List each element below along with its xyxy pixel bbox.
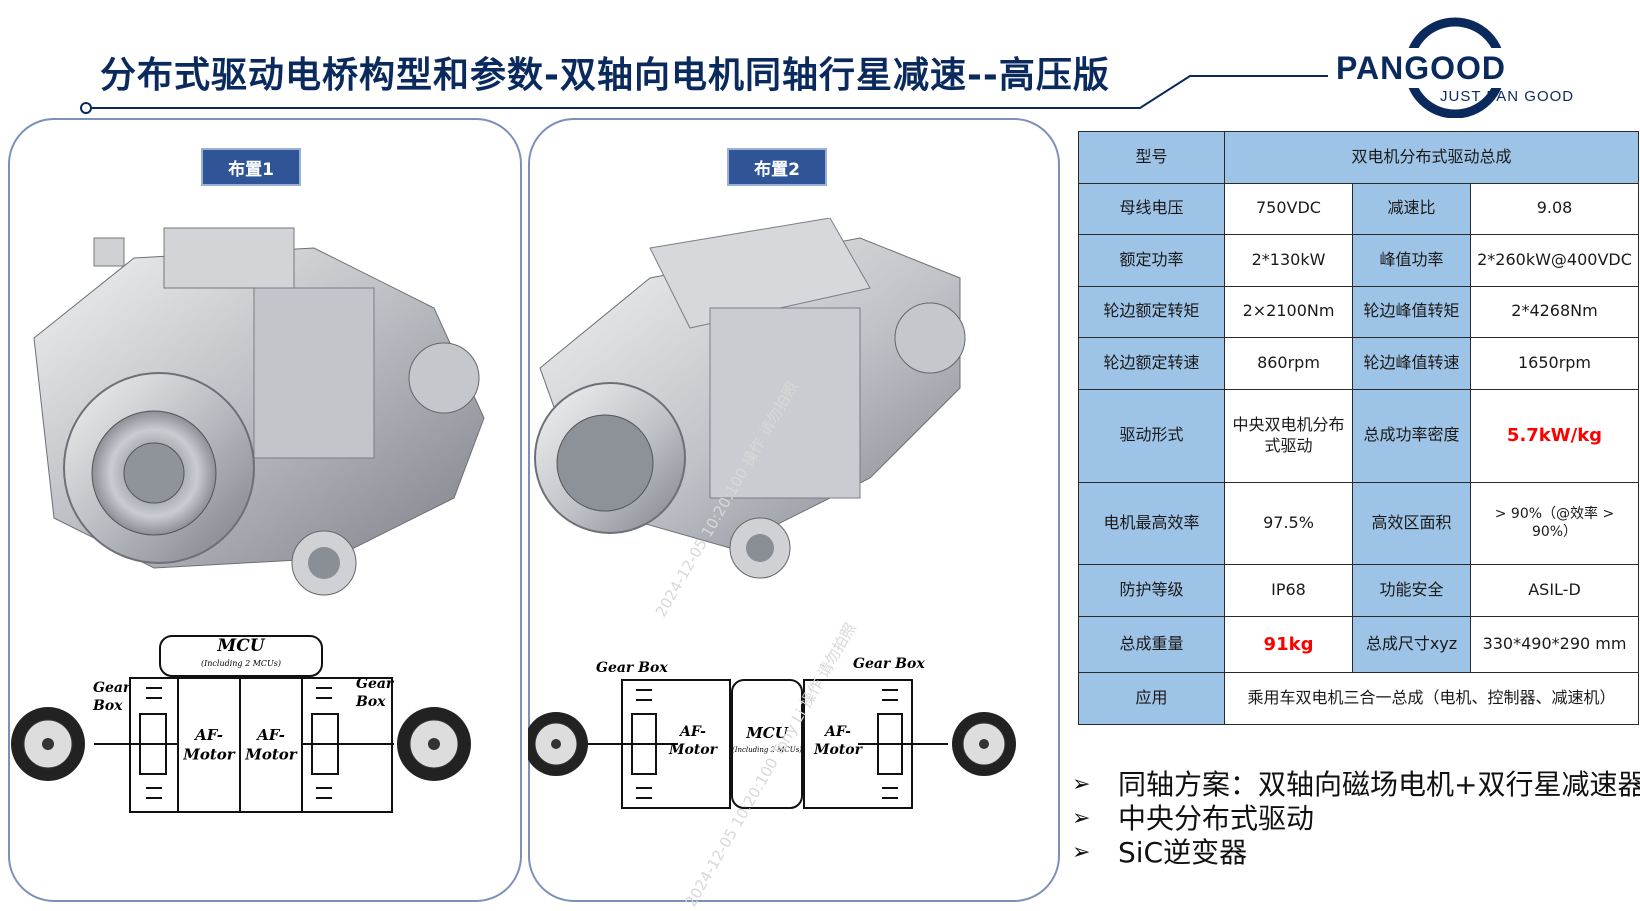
table-row: 总成重量 91kg 总成尺寸xyz 330*490*290 mm [1078,615,1639,674]
drive-unit-image-1 [33,227,485,596]
spec-value: 2*130kW [1224,234,1353,287]
logo-wordmark: PANGOOD [1336,50,1506,86]
wheel-icon [952,712,1016,776]
spec-value: 9.08 [1470,182,1639,236]
spec-label: 轮边额定转矩 [1078,285,1225,339]
company-logo: PANGOOD JUST PAN GOOD [1320,8,1620,118]
spec-value: 860rpm [1224,337,1353,390]
spec-value: 750VDC [1224,182,1353,236]
spec-label: 电机最高效率 [1078,481,1225,566]
spec-value: 2×2100Nm [1224,285,1353,339]
spec-table: 型号 双电机分布式驱动总成 母线电压 750VDC 减速比 9.08 额定功率 … [1078,131,1639,725]
spec-value: 中央双电机分布式驱动 [1224,388,1353,483]
motor-left-label: AF-Motor [668,724,719,758]
spec-label: 母线电压 [1078,182,1225,236]
drive-unit-image-2 [534,218,966,579]
spec-label: 轮边峰值转矩 [1352,285,1471,339]
page-title: 分布式驱动电桥构型和参数-双轴向电机同轴行星减速--高压版 [100,55,1110,96]
wheel-icon [11,707,85,781]
mcu-label: MCU [745,724,789,742]
logo-ring-icon [1328,17,1613,118]
bullet-text: 中央分布式驱动 [1118,802,1315,835]
weight-value: 91kg [1224,615,1353,674]
spec-label: 高效区面积 [1352,481,1471,566]
spec-label: 功能安全 [1352,564,1471,617]
spec-label: 轮边额定转速 [1078,337,1225,390]
motor-left-label: AF-Motor [182,726,236,764]
table-row: 驱动形式 中央双电机分布式驱动 总成功率密度 5.7kW/kg [1078,388,1639,483]
list-item: ➢ 同轴方案：双轴向磁场电机+双行星减速器 [1072,768,1640,802]
table-row: 型号 双电机分布式驱动总成 [1078,131,1639,184]
table-row: 应用 乘用车双电机三合一总成（电机、控制器、减速机） [1078,672,1639,725]
layout-2-schematic: MCU (Including 2 MCUs) AF-Motor AF-Motor… [528,656,1016,809]
arrow-bullet-icon: ➢ [1072,840,1091,865]
mcu-note: (Including 2 MCUs) [201,659,281,668]
gearbox-left-label: Gear Box [596,660,668,676]
spec-label: 减速比 [1352,182,1471,236]
spec-value: 330*490*290 mm [1470,615,1639,674]
arrow-bullet-icon: ➢ [1072,772,1091,797]
feature-list: ➢ 同轴方案：双轴向磁场电机+双行星减速器 ➢ 中央分布式驱动 ➢ SiC逆变器 [1072,768,1640,870]
spec-label: 额定功率 [1078,234,1225,287]
wheel-icon [528,712,588,776]
application-value: 乘用车双电机三合一总成（电机、控制器、减速机） [1224,672,1639,725]
spec-value: > 90%（@效率 > 90%） [1470,481,1639,566]
spec-label: 总成功率密度 [1352,388,1471,483]
table-row: 轮边额定转速 860rpm 轮边峰值转速 1650rpm [1078,337,1639,390]
spec-label: 轮边峰值转速 [1352,337,1471,390]
spec-label: 峰值功率 [1352,234,1471,287]
gearbox-right-label: Gear Box [853,656,925,672]
table-row: 母线电压 750VDC 减速比 9.08 [1078,182,1639,236]
model-value: 双电机分布式驱动总成 [1224,131,1639,184]
layout-1-tag: 布置1 [201,148,301,186]
table-row: 防护等级 IP68 功能安全 ASIL-D [1078,564,1639,617]
list-item: ➢ SiC逆变器 [1072,836,1640,870]
motor-right-label: AF-Motor [813,724,864,758]
spec-value: IP68 [1224,564,1353,617]
layout-2-panel [528,118,1060,902]
logo-tagline: JUST PAN GOOD [1440,88,1575,105]
spec-label: 驱动形式 [1078,388,1225,483]
power-density-value: 5.7kW/kg [1470,388,1639,483]
list-item: ➢ 中央分布式驱动 [1072,802,1640,836]
arrow-bullet-icon: ➢ [1072,806,1091,831]
table-row: 轮边额定转矩 2×2100Nm 轮边峰值转矩 2*4268Nm [1078,285,1639,339]
bullet-text: 同轴方案：双轴向磁场电机+双行星减速器 [1118,768,1640,801]
table-row: 电机最高效率 97.5% 高效区面积 > 90%（@效率 > 90%） [1078,481,1639,566]
layout-1-schematic: MCU (Including 2 MCUs) AF-Motor AF-Motor… [11,635,471,813]
spec-label: 总成尺寸xyz [1352,615,1471,674]
wheel-icon [397,707,471,781]
application-label: 应用 [1078,672,1225,725]
spec-label: 防护等级 [1078,564,1225,617]
spec-value: ASIL-D [1470,564,1639,617]
table-row: 额定功率 2*130kW 峰值功率 2*260kW@400VDC [1078,234,1639,287]
spec-label: 总成重量 [1078,615,1225,674]
bullet-text: SiC逆变器 [1118,836,1248,869]
model-label: 型号 [1078,131,1225,184]
spec-value: 97.5% [1224,481,1353,566]
layout-2-tag: 布置2 [727,148,827,186]
mcu-note: (Including 2 MCUs) [732,746,802,754]
spec-value: 2*260kW@400VDC [1470,234,1639,287]
spec-value: 1650rpm [1470,337,1639,390]
title-underline [80,75,1330,114]
spec-value: 2*4268Nm [1470,285,1639,339]
layout-1-panel [8,118,522,902]
mcu-label: MCU [216,636,265,656]
motor-right-label: AF-Motor [244,726,298,764]
